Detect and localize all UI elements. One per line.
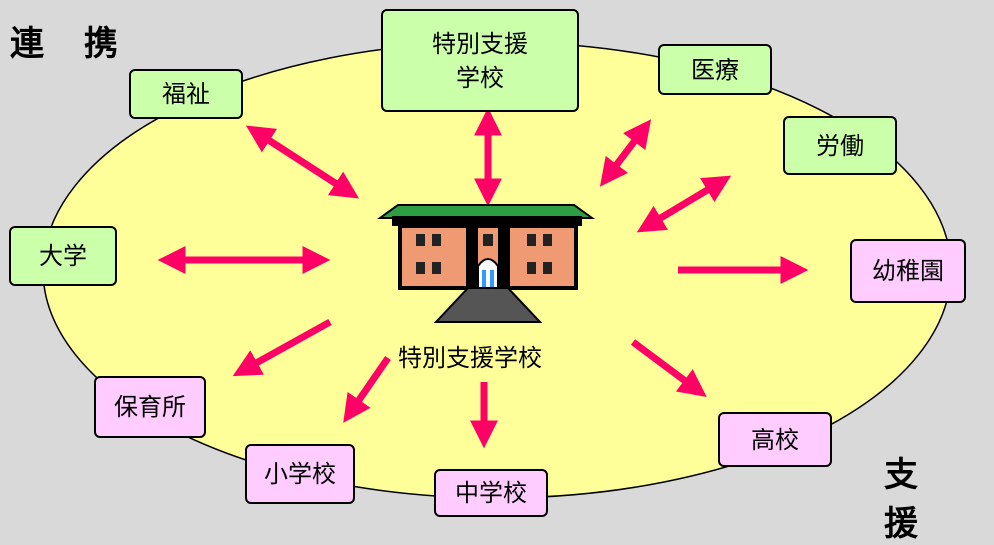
arrow-elementary — [343, 356, 391, 423]
box-labor: 労働 — [783, 116, 897, 175]
window — [483, 234, 493, 246]
window — [416, 262, 425, 274]
window — [416, 234, 425, 246]
window — [543, 234, 552, 246]
corner-label-support: 支 援 — [884, 455, 932, 544]
box-nursery: 保育所 — [94, 376, 206, 438]
entrance-door — [477, 258, 499, 289]
arrow-medical — [599, 119, 652, 187]
pillar — [498, 228, 506, 286]
wall-right — [504, 224, 578, 290]
box-high-school: 高校 — [718, 412, 832, 467]
box-university: 大学 — [9, 226, 117, 286]
pillar — [470, 228, 478, 286]
corner-label-link: 連 携 — [10, 24, 132, 64]
arrow-high-school — [630, 339, 707, 398]
box-medical: 医療 — [658, 44, 772, 95]
roof — [376, 204, 596, 219]
box-welfare: 福祉 — [129, 69, 243, 119]
arrow-nursery — [232, 318, 332, 377]
window — [543, 262, 552, 274]
box-elementary: 小学校 — [245, 444, 355, 504]
window — [527, 234, 536, 246]
window — [527, 262, 536, 274]
arrow-welfare — [245, 125, 360, 199]
wall-left — [398, 224, 472, 290]
window — [432, 234, 441, 246]
window — [432, 262, 441, 274]
roof-beam — [392, 216, 582, 226]
box-kindergarten: 幼稚園 — [850, 239, 966, 303]
school-building-icon — [376, 204, 596, 323]
arrows — [157, 107, 809, 449]
box-junior-high: 中学校 — [434, 469, 548, 517]
arrow-labor — [636, 175, 732, 233]
steps — [433, 287, 543, 323]
center-school-label: 特別支援学校 — [398, 344, 542, 372]
door-panel — [482, 270, 486, 288]
diagram-canvas — [42, 41, 952, 499]
box-special-school: 特別支援 学校 — [381, 9, 579, 112]
door-panel — [490, 270, 494, 288]
